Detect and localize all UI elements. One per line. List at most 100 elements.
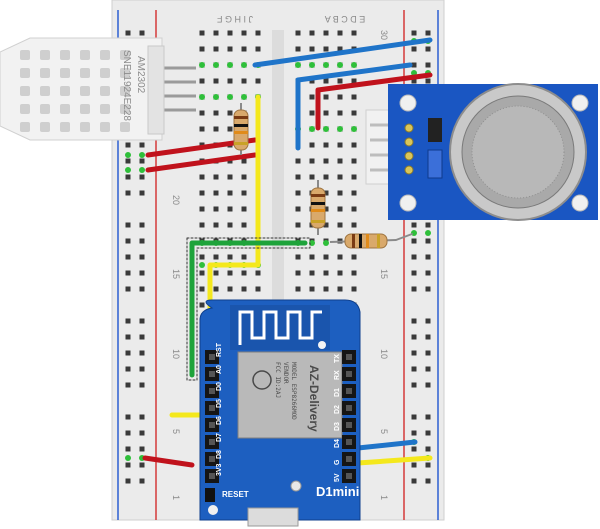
rail-hole	[139, 318, 145, 324]
header-pin-socket	[209, 405, 215, 411]
wire-yellow	[355, 455, 433, 466]
resistor-vertical-left	[233, 103, 249, 155]
rail-hole	[411, 254, 417, 260]
breadboard-hole	[295, 206, 301, 212]
breadboard-hole	[309, 254, 315, 260]
connected-hole	[337, 62, 343, 68]
rail-hole	[425, 446, 431, 452]
dht-vent	[20, 86, 30, 96]
breadboard-hole	[351, 174, 357, 180]
rail-hole	[139, 446, 145, 452]
breadboard-hole	[295, 254, 301, 260]
breadboard-hole	[255, 46, 261, 52]
rail-hole	[425, 366, 431, 372]
rail-hole	[425, 286, 431, 292]
header-pin-socket	[346, 422, 352, 428]
row-number: 20	[171, 195, 181, 205]
connected-hole	[425, 230, 431, 236]
dht-vent	[20, 50, 30, 60]
rail-hole	[411, 350, 417, 356]
ce-mark	[252, 370, 272, 390]
rail-hole	[139, 430, 145, 436]
dht-vent	[20, 104, 30, 114]
breadboard-hole	[227, 206, 233, 212]
breadboard-hole	[199, 222, 205, 228]
rail-hole	[411, 286, 417, 292]
breadboard-hole	[337, 94, 343, 100]
led	[290, 480, 302, 492]
breadboard-hole	[323, 94, 329, 100]
dht-vent	[100, 50, 110, 60]
gas-sensor-module	[365, 83, 598, 221]
dht-vent	[60, 122, 70, 132]
breadboard-hole	[323, 286, 329, 292]
header-pin-socket	[346, 473, 352, 479]
breadboard-hole	[227, 46, 233, 52]
rail-hole	[411, 270, 417, 276]
breadboard-hole	[309, 78, 315, 84]
header-pin-socket	[209, 456, 215, 462]
pin-label: D8	[216, 450, 223, 459]
breadboard-hole	[227, 286, 233, 292]
esp-chip-dot	[318, 341, 326, 349]
connected-hole	[337, 126, 343, 132]
breadboard-hole	[351, 30, 357, 36]
row-number: 10	[171, 349, 181, 359]
breadboard-hole	[323, 110, 329, 116]
dht-vent	[40, 50, 50, 60]
connected-hole	[227, 94, 233, 100]
breadboard-hole	[199, 46, 205, 52]
wire-blue	[295, 62, 413, 151]
rail-hole	[425, 270, 431, 276]
rail-hole	[125, 222, 131, 228]
dht-vent	[20, 122, 30, 132]
dht-vent	[40, 122, 50, 132]
row-number: 15	[379, 269, 389, 279]
breadboard-hole	[337, 78, 343, 84]
pin-label: D3	[334, 422, 341, 431]
breadboard-hole	[213, 286, 219, 292]
breadboard-hole	[309, 174, 315, 180]
gas-sensor-pot	[427, 149, 443, 179]
d1mini-board: AZ-Delivery MODEL ESP8266MOD VENDOR FCC …	[199, 299, 361, 527]
dht-model-label: AM2302	[135, 56, 146, 94]
mount-hole	[399, 194, 417, 212]
breadboard-hole	[351, 142, 357, 148]
header-pin-socket	[209, 371, 215, 377]
mount-hole	[571, 194, 589, 212]
rail-hole	[411, 46, 417, 52]
breadboard-hole	[227, 174, 233, 180]
dht-vent	[100, 122, 110, 132]
breadboard-hole	[213, 126, 219, 132]
breadboard-hole	[323, 222, 329, 228]
breadboard-hole	[309, 46, 315, 52]
connected-hole	[295, 62, 301, 68]
breadboard-hole	[295, 190, 301, 196]
breadboard-hole	[309, 142, 315, 148]
breadboard-hole	[213, 222, 219, 228]
rail-hole	[411, 238, 417, 244]
breadboard-hole	[295, 158, 301, 164]
breadboard-hole	[199, 174, 205, 180]
column-letters-left: J I H G F	[216, 14, 253, 24]
d1mini-left-header	[205, 350, 219, 483]
dht-vent	[80, 104, 90, 114]
wire-red	[145, 152, 258, 173]
breadboard-hole	[351, 222, 357, 228]
resistor-vertical-mid	[310, 180, 326, 235]
connected-hole	[351, 62, 357, 68]
breadboard-hole	[351, 286, 357, 292]
resistor-horizontal	[329, 233, 397, 249]
breadboard-hole	[337, 110, 343, 116]
breadboard-hole	[199, 254, 205, 260]
breadboard-hole	[241, 30, 247, 36]
breadboard-hole	[213, 206, 219, 212]
breadboard-hole	[241, 254, 247, 260]
rail-hole	[425, 478, 431, 484]
breadboard-hole	[255, 30, 261, 36]
breadboard-hole	[309, 286, 315, 292]
rail-hole	[125, 446, 131, 452]
breadboard-hole	[213, 190, 219, 196]
gas-resistor-lead	[395, 233, 413, 241]
dht-sensor-vents	[20, 50, 130, 132]
